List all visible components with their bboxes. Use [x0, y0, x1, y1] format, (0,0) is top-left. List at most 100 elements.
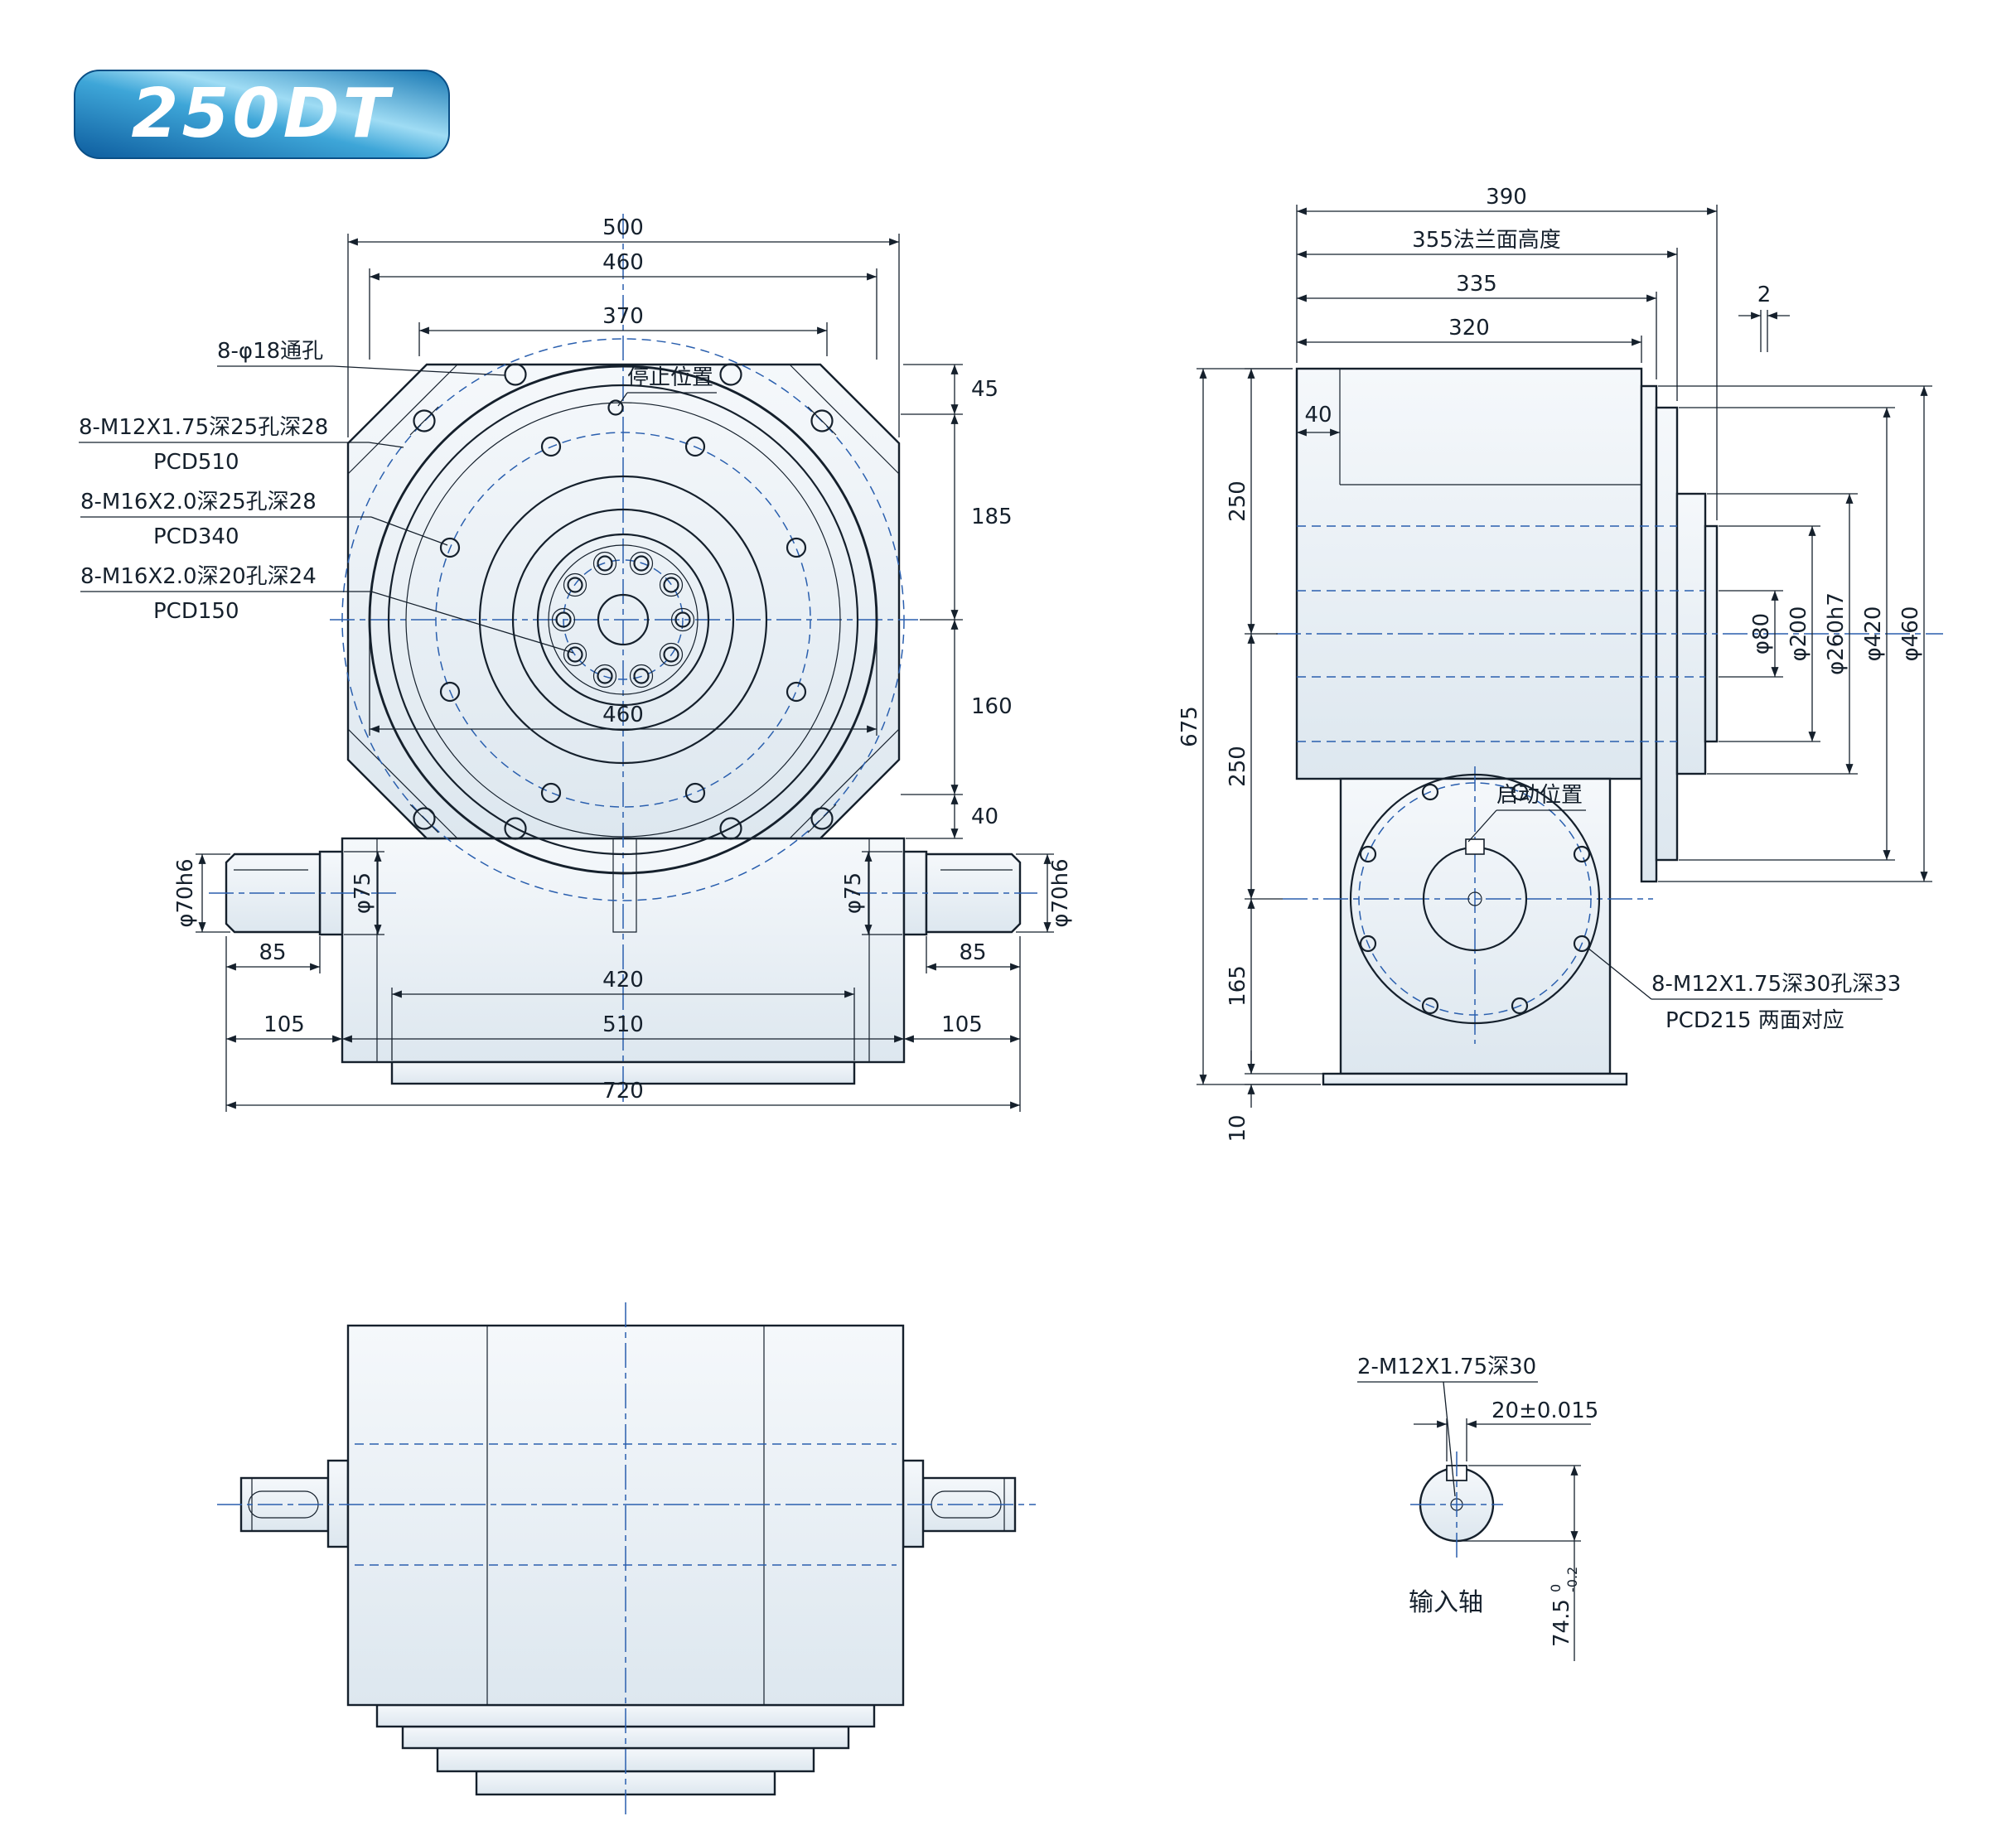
- label-stop-position: 停止位置: [617, 365, 717, 407]
- dim-335: 335: [1297, 272, 1657, 379]
- dim-text: 250: [1226, 746, 1250, 787]
- dim-420: 420: [391, 968, 855, 1060]
- dim-text: 85: [259, 940, 286, 965]
- dim-phi460: φ460: [1658, 385, 1932, 882]
- dim-text: 105: [263, 1012, 305, 1037]
- front-view: 500 460 370 45 185 160 40: [79, 214, 1073, 1112]
- label-m16-pcd340: 8-M16X2.0深25孔深28 PCD340: [80, 490, 448, 549]
- front-dial-outer-circle: [368, 365, 878, 875]
- front-center-slot: [612, 838, 637, 933]
- label-through-holes: 8-φ18通孔: [217, 339, 506, 376]
- side-input-flange-circle: [1349, 773, 1601, 1025]
- dim-text: 720: [602, 1079, 644, 1104]
- dim-text: φ70h6: [1048, 858, 1073, 927]
- dim-500: 500: [347, 215, 900, 437]
- front-pcd150-circle: [563, 559, 684, 680]
- dim-phi200: φ200: [1719, 525, 1820, 742]
- label-text: 8-φ18通孔: [217, 339, 323, 364]
- dim-460-top: 460: [369, 250, 877, 360]
- badge-label: 250DT: [131, 75, 394, 153]
- dim-390: 390: [1297, 185, 1718, 520]
- bottom-view: [217, 1302, 1036, 1816]
- dim-text: 320: [1448, 316, 1490, 341]
- dim-left-chain: 250 250 165 10: [1226, 368, 1338, 1142]
- dim-text: 420: [602, 968, 644, 993]
- badge-background: [74, 70, 450, 159]
- dim-text: 390: [1486, 185, 1527, 210]
- dim-text: φ460: [1898, 606, 1923, 662]
- label-start-position: 启动位置: [1467, 783, 1586, 843]
- dim-phi80: φ80: [1719, 590, 1783, 678]
- label-m16-pcd150: 8-M16X2.0深20孔深24 PCD150: [80, 564, 574, 654]
- dim-text: φ260h7: [1824, 592, 1849, 675]
- dim-text: 500: [602, 215, 644, 240]
- dim-text: 2: [1757, 283, 1772, 307]
- dim-keyway-width: 20±0.015: [1414, 1398, 1598, 1461]
- label-text: PCD510: [153, 450, 239, 475]
- dim-text: 85: [959, 940, 986, 965]
- dim-tolerance-lower: -0.2: [1564, 1567, 1580, 1592]
- dim-text: φ200: [1786, 606, 1811, 662]
- product-badge: 250DT: [74, 70, 450, 159]
- input-shaft-label: 输入轴: [1409, 1588, 1483, 1617]
- input-shaft-detail: 2-M12X1.75深30 20±0.015 74.5 0 -0.2 输入轴: [1357, 1355, 1598, 1661]
- dim-text: φ420: [1861, 606, 1886, 662]
- dim-720: 720: [225, 1046, 1021, 1112]
- dim-text: 355法兰面高度: [1412, 228, 1561, 253]
- dim-text: φ70h6: [173, 858, 198, 927]
- label-tap-hole: 2-M12X1.75深30: [1357, 1355, 1538, 1497]
- label-m12-pcd510: 8-M12X1.75深25孔深28 PCD510: [79, 415, 404, 475]
- label-text: 8-M16X2.0深25孔深28: [80, 490, 317, 514]
- front-pcd340-circle: [435, 432, 811, 808]
- dim-text: φ80: [1749, 613, 1774, 654]
- label-text: 8-M16X2.0深20孔深24: [80, 564, 317, 589]
- front-center-bore: [597, 593, 650, 646]
- dim-text: φ75: [841, 872, 866, 914]
- dim-shaft-height: 74.5 0 -0.2: [1460, 1465, 1581, 1661]
- dim-2: 2: [1738, 283, 1790, 352]
- dim-phi70h6-right: φ70h6: [1016, 853, 1073, 933]
- front-pcd510-circle: [341, 338, 905, 901]
- dim-text: 460: [602, 250, 644, 275]
- dim-460-dial: 460: [369, 623, 877, 736]
- dim-text: 675: [1177, 706, 1202, 747]
- dim-text: 510: [602, 1012, 644, 1037]
- label-m12-pcd215: 8-M12X1.75深30孔深33 PCD215 两面对应: [1587, 947, 1901, 1033]
- dim-85-left: 85: [225, 936, 321, 973]
- side-upper-housing: [1295, 367, 1643, 780]
- dim-phi75-right: φ75: [841, 851, 902, 935]
- dim-text: 185: [971, 505, 1013, 529]
- dim-355-flange-height: 355法兰面高度: [1297, 228, 1678, 401]
- dim-text: 10: [1226, 1114, 1250, 1142]
- side-pcd215-circle: [1358, 782, 1592, 1016]
- dim-tolerance-upper: 0: [1548, 1584, 1564, 1592]
- front-stop-position-hole: [607, 399, 624, 416]
- label-text: 8-M12X1.75深30孔深33: [1651, 972, 1901, 997]
- dim-40-side: 40: [1297, 403, 1340, 437]
- dim-phi260h7: φ260h7: [1707, 493, 1858, 775]
- dim-85-right: 85: [926, 936, 1021, 973]
- dim-phi420: φ420: [1679, 407, 1895, 861]
- label-text: 8-M12X1.75深25孔深28: [79, 415, 328, 440]
- dim-phi75-left: φ75: [344, 851, 384, 935]
- dim-text: 165: [1226, 965, 1250, 1007]
- dim-text: 45: [971, 377, 998, 402]
- dim-text: 105: [941, 1012, 983, 1037]
- dim-right-chain: 45 185 160 40: [901, 364, 1013, 839]
- dim-text: 40: [1304, 403, 1332, 427]
- side-view: 390 355法兰面高度 335 320 40 2: [1177, 185, 1943, 1142]
- dim-text: 460: [602, 703, 644, 727]
- dim-bottom-chain: 105 510 105: [225, 973, 1021, 1046]
- label-text: 2-M12X1.75深30: [1357, 1355, 1536, 1379]
- dim-phi70h6-left: φ70h6: [173, 853, 230, 933]
- label-text: 停止位置: [627, 365, 713, 390]
- label-text: PCD340: [153, 524, 239, 549]
- label-text: PCD215 两面对应: [1665, 1008, 1844, 1033]
- dim-text: 20±0.015: [1491, 1398, 1598, 1423]
- dim-text: 250: [1226, 481, 1250, 522]
- dim-text: φ75: [351, 872, 375, 914]
- dim-text: 370: [602, 304, 644, 329]
- side-base-plate: [1322, 1072, 1628, 1086]
